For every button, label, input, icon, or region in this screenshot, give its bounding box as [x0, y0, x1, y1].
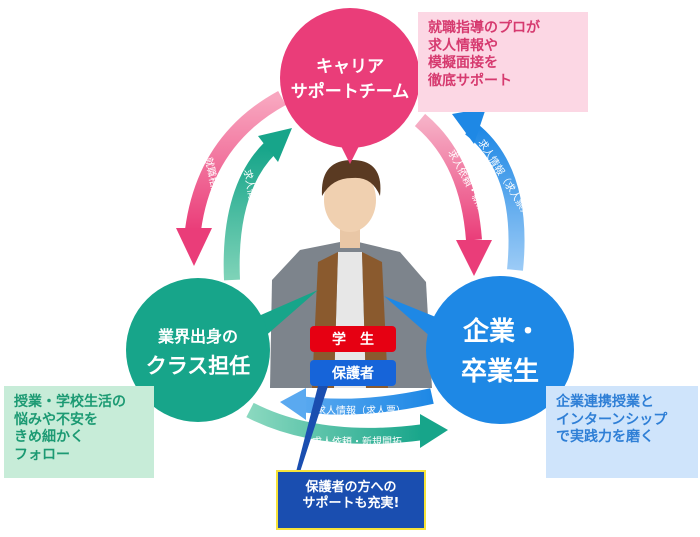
- arrow-label-left-to-right: 求人依頼・新規開拓: [312, 435, 402, 448]
- parent-pointer: [296, 386, 328, 472]
- arrow-left-to-top: 求人情報・学生活動情報: [223, 128, 292, 281]
- student-tag: 学生: [310, 326, 396, 352]
- node-class-teacher: 業界出身の クラス担任: [126, 278, 318, 422]
- arrow-top-to-left: 就職相談: [176, 90, 286, 266]
- note-parent-support: 保護者の方への サポートも充実!: [276, 470, 426, 530]
- note-career-support: 就職指導のプロが 求人情報や 模擬面接を 徹底サポート: [418, 12, 588, 112]
- node-companies-graduates-line1: 企業・: [463, 316, 541, 347]
- node-class-teacher-line2: クラス担任: [146, 354, 251, 378]
- parent-tag: 保護者: [310, 360, 396, 386]
- arrow-left-to-right: 求人依頼・新規開拓: [246, 402, 448, 448]
- node-career-support-line2: サポートチーム: [291, 81, 410, 102]
- node-companies-graduates: 企業・ 卒業生: [384, 276, 574, 424]
- node-career-support: キャリア サポートチーム: [280, 8, 420, 164]
- arrow-label-right-to-left: 求人情報（求人票）: [316, 404, 406, 417]
- arrow-label-left-to-top: 求人情報・学生活動情報: [241, 168, 273, 279]
- arrow-right-to-left: 求人情報（求人票）: [280, 388, 434, 420]
- node-career-support-line1: キャリア: [316, 57, 384, 77]
- note-companies-graduates: 企業連携授業と インターンシップ で実践力を磨く: [546, 386, 698, 478]
- node-class-teacher-line1: 業界出身の: [157, 327, 238, 346]
- node-companies-graduates-line2: 卒業生: [461, 356, 539, 387]
- note-class-teacher: 授業・学校生活の 悩みや不安を きめ細かく フォロー: [4, 386, 154, 478]
- student-photo: [270, 160, 432, 388]
